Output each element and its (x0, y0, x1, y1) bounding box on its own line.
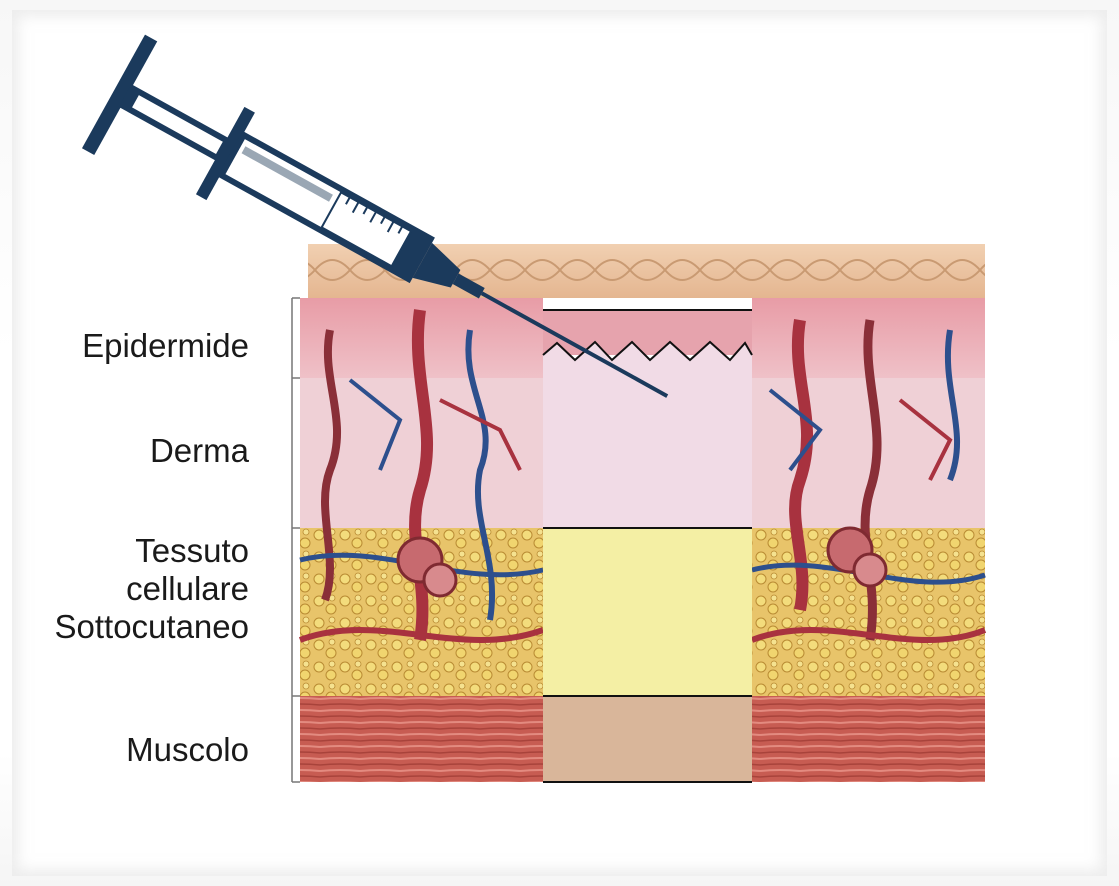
label-derma: Derma (150, 432, 249, 470)
label-sottocutaneo: Tessuto cellulare Sottocutaneo (55, 532, 250, 646)
skin-block-left (300, 298, 543, 782)
label-epidermide: Epidermide (82, 327, 249, 365)
epidermis-layer-band (543, 310, 752, 355)
layer-column (543, 310, 752, 782)
skin-block-right (752, 298, 985, 782)
muscle-layer-band (543, 696, 752, 782)
label-muscolo: Muscolo (126, 731, 249, 769)
subcutaneous-layer-band (543, 528, 752, 696)
dermis-layer-band (543, 342, 752, 528)
layer-bracket (292, 298, 300, 782)
